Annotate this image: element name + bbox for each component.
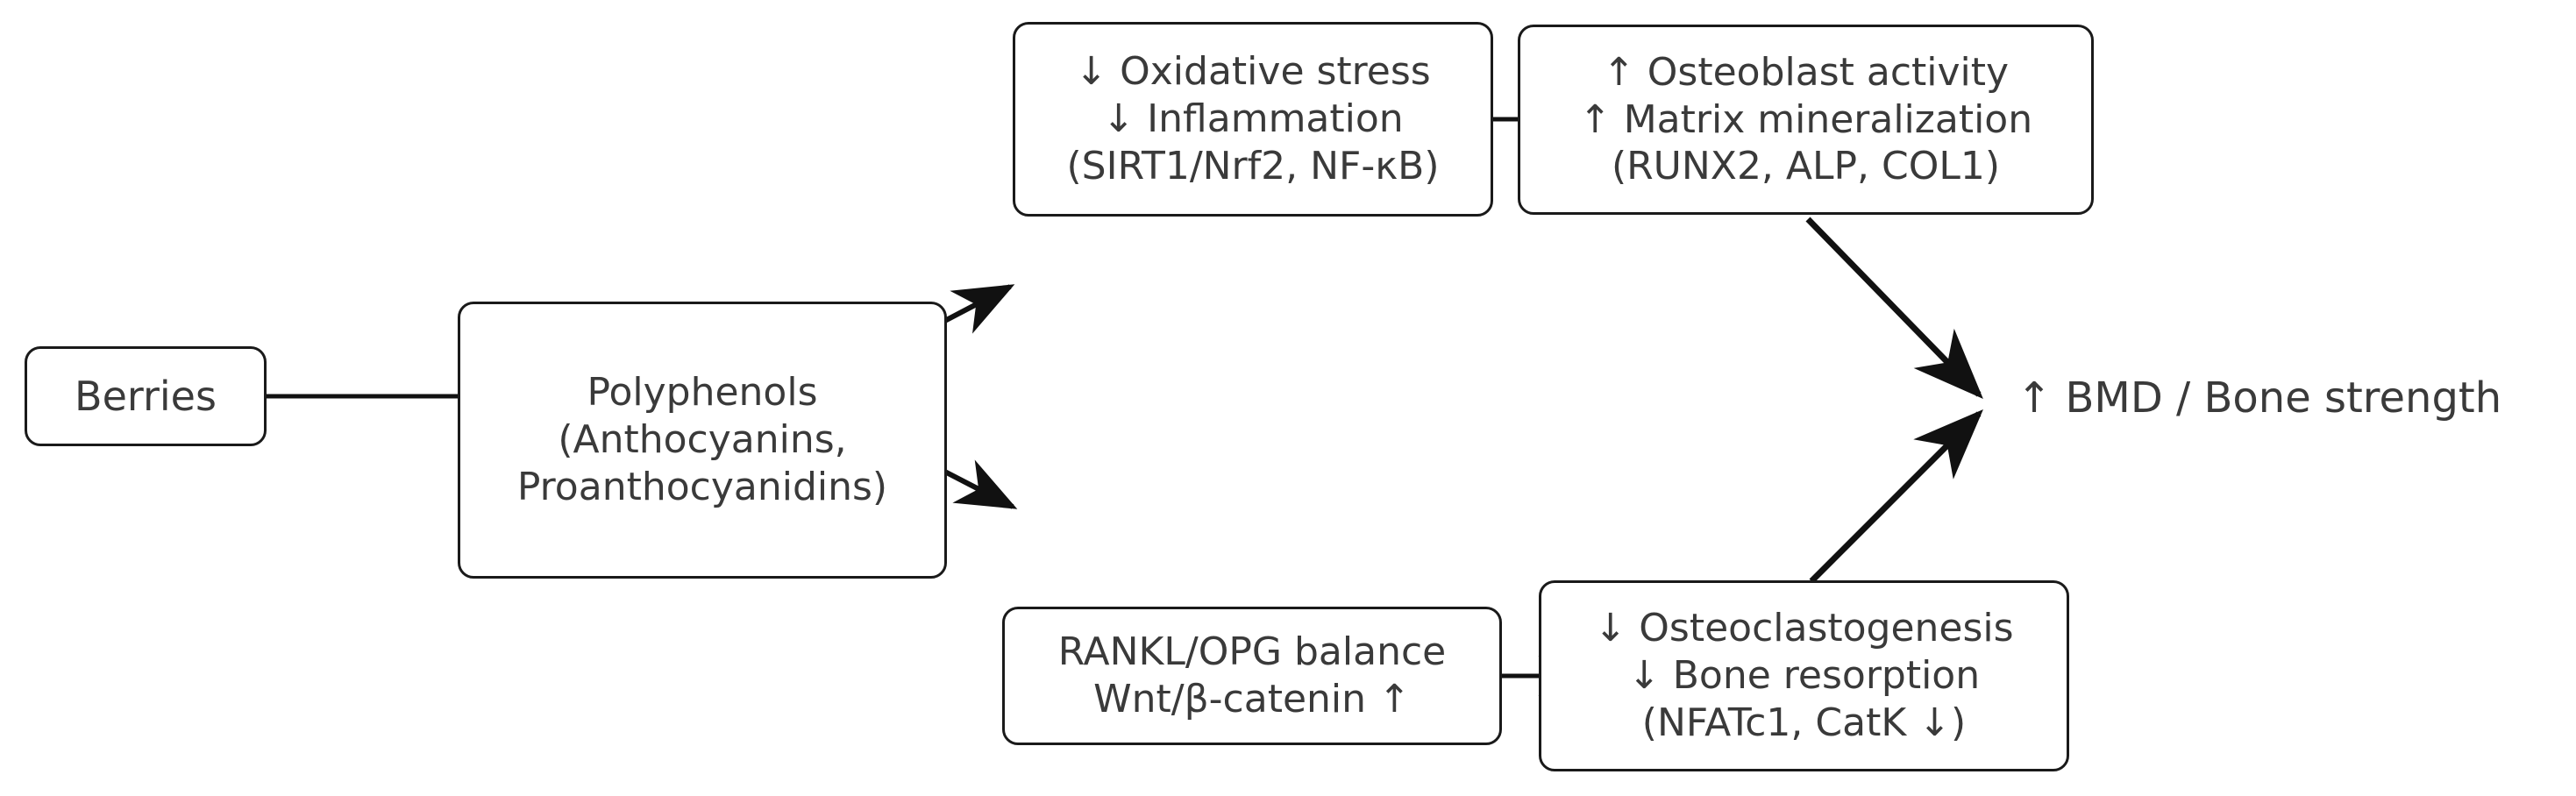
node-osteoblast-activity-line-1: ↑ Osteoblast activity	[1602, 49, 2010, 95]
node-oxidative-stress-line-1: ↓ Oxidative stress	[1075, 49, 1431, 95]
node-osteoblast-activity-line-3: (RUNX2, ALP, COL1)	[1611, 144, 2001, 189]
node-polyphenols[interactable]: Polyphenols (Anthocyanins, Proanthocyani…	[458, 302, 947, 579]
node-osteoclastogenesis-line-2: ↓ Bone resorption	[1627, 653, 1981, 699]
node-oxidative-stress-line-2: ↓ Inflammation	[1102, 96, 1404, 142]
node-osteoblast-activity-line-2: ↑ Matrix mineralization	[1578, 96, 2033, 142]
edge-polyphenols-to-oxidative	[935, 284, 1015, 334]
node-oxidative-stress[interactable]: ↓ Oxidative stress ↓ Inflammation (SIRT1…	[1013, 22, 1493, 217]
edge-osteoclast-to-bmd	[1809, 409, 1983, 584]
node-osteoblast-activity[interactable]: ↑ Osteoblast activity ↑ Matrix mineraliz…	[1518, 25, 2094, 215]
node-osteoclastogenesis-line-1: ↓ Osteoclastogenesis	[1594, 606, 2014, 651]
node-polyphenols-line-2: (Anthocyanins,	[558, 417, 847, 463]
node-rankl-opg-balance[interactable]: RANKL/OPG balance Wnt/β-catenin ↑	[1002, 607, 1502, 745]
label-bmd-bone-strength: ↑ BMD / Bone strength	[2017, 373, 2502, 423]
node-berries-line-1: Berries	[75, 372, 217, 420]
node-rankl-opg-balance-line-2: Wnt/β-catenin ↑	[1093, 677, 1411, 721]
node-oxidative-stress-line-3: (SIRT1/Nrf2, NF-κB)	[1066, 143, 1440, 188]
node-osteoclastogenesis-line-3: (NFATc1, CatK ↓)	[1641, 700, 1967, 745]
node-polyphenols-line-1: Polyphenols	[587, 370, 818, 416]
node-berries[interactable]: Berries	[25, 346, 267, 446]
node-rankl-opg-balance-line-1: RANKL/OPG balance	[1057, 629, 1447, 675]
node-osteoclastogenesis[interactable]: ↓ Osteoclastogenesis ↓ Bone resorption (…	[1539, 580, 2069, 771]
node-polyphenols-line-3: Proanthocyanidins)	[516, 464, 888, 509]
edge-osteoblast-to-bmd	[1805, 217, 1983, 400]
edge-polyphenols-to-rankl	[935, 459, 1018, 509]
